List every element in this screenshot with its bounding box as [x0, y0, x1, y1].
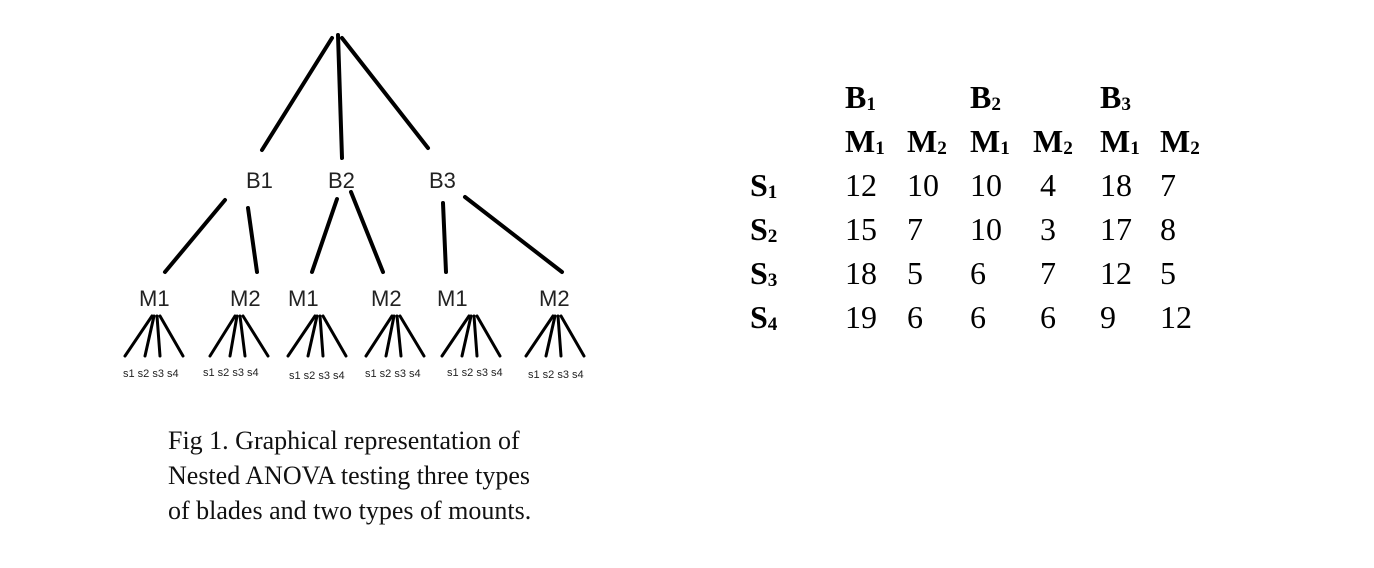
header-mount: M2 [907, 123, 947, 159]
table-cell: 15 [845, 211, 877, 247]
caption-line: of blades and two types of mounts. [168, 496, 532, 525]
sample-branch-line [544, 314, 557, 358]
sample-branch-line [559, 314, 586, 358]
table-cell: 18 [1100, 167, 1132, 203]
sample-branch-line [286, 314, 317, 358]
root-branch-b1 [260, 36, 334, 152]
sample-branch-line [475, 314, 502, 358]
caption-line: Fig 1. Graphical representation of [168, 426, 520, 455]
sample-branch-line [556, 314, 563, 358]
sample-branch-line [155, 314, 162, 358]
table-cell: 18 [845, 255, 877, 291]
b2-branch-m2 [349, 190, 385, 274]
table-cell: 10 [907, 167, 939, 203]
table-cell: 19 [845, 299, 877, 335]
header-mount: M1 [845, 123, 885, 159]
table-cell: 6 [970, 299, 986, 335]
row-label: S4 [750, 299, 778, 335]
row-label: S2 [750, 211, 778, 247]
mount-label-b3-m1: M1 [437, 286, 468, 311]
table-cell: 17 [1100, 211, 1132, 247]
sample-branch-line [158, 314, 185, 358]
sample-branch-line [395, 314, 403, 358]
sample-branch-line [384, 314, 396, 358]
mount-label-b1-m1: M1 [139, 286, 170, 311]
header-mount: M1 [1100, 123, 1140, 159]
b1-branch-m2 [246, 206, 259, 274]
table-cell: 6 [1040, 299, 1056, 335]
sample-branch-line [123, 314, 154, 358]
nested-anova-tree-diagram: B1 B2 B3 M1 M2 M1 M2 M1 M2 s1 s2 s3 s4 s… [123, 33, 586, 382]
table-cell: 7 [1040, 255, 1056, 291]
sample-labels-b1-m2: s1 s2 s3 s4 [203, 367, 259, 379]
sample-branch-line [440, 314, 471, 358]
table-cell: 12 [1100, 255, 1132, 291]
sample-branch-line [472, 314, 479, 358]
blade-label-b3: B3 [429, 168, 456, 193]
sample-branch-line [208, 314, 237, 358]
figure-caption: Fig 1. Graphical representation of Neste… [168, 423, 628, 528]
table-cell: 7 [1160, 167, 1176, 203]
table-cell: 8 [1160, 211, 1176, 247]
mount-label-b1-m2: M2 [230, 286, 261, 311]
table-cell: 3 [1040, 211, 1056, 247]
mount-label-b2-m2: M2 [371, 286, 402, 311]
sample-branch-line [238, 314, 247, 358]
header-blade-b2: B2 [970, 79, 1001, 115]
sample-branches [123, 314, 586, 358]
table-cell: 12 [845, 167, 877, 203]
table-cell: 9 [1100, 299, 1116, 335]
sample-branch-line [228, 314, 239, 358]
header-mount: M2 [1033, 123, 1073, 159]
header-mount: M2 [1160, 123, 1200, 159]
root-branch-b2 [336, 33, 344, 160]
blade-label-b1: B1 [246, 168, 273, 193]
table-cell: 6 [970, 255, 986, 291]
sample-branch-line [460, 314, 473, 358]
table-cell: 5 [907, 255, 923, 291]
sample-branch-line [524, 314, 555, 358]
row-label: S1 [750, 167, 778, 203]
sample-branch-line [306, 314, 319, 358]
sample-branch-line [321, 314, 348, 358]
b2-branch-m1 [310, 197, 339, 274]
sample-branch-line [398, 314, 426, 358]
table-cell: 4 [1040, 167, 1056, 203]
mount-label-b2-m1: M1 [288, 286, 319, 311]
blade-label-b2: B2 [328, 168, 355, 193]
sample-labels-b2-m2: s1 s2 s3 s4 [365, 368, 421, 380]
row-label: S3 [750, 255, 778, 291]
table-cell: 5 [1160, 255, 1176, 291]
table-cell: 6 [907, 299, 923, 335]
sample-labels-b2-m1: s1 s2 s3 s4 [289, 370, 345, 382]
sample-branch-line [364, 314, 394, 358]
sample-labels-b1-m1: s1 s2 s3 s4 [123, 368, 179, 380]
header-blade-b3: B3 [1100, 79, 1131, 115]
mount-label-b3-m2: M2 [539, 286, 570, 311]
root-branch-b3 [340, 36, 430, 150]
sample-branch-line [143, 314, 156, 358]
b3-branch-m1 [441, 201, 448, 274]
sample-branch-line [241, 314, 270, 358]
sample-branch-line [318, 314, 325, 358]
header-mount: M1 [970, 123, 1010, 159]
table-cell: 12 [1160, 299, 1192, 335]
b1-branch-m1 [163, 198, 227, 274]
header-blade-b1: B1 [845, 79, 876, 115]
caption-line: Nested ANOVA testing three types [168, 461, 531, 490]
b3-branch-m2 [463, 195, 564, 274]
table-cell: 10 [970, 167, 1002, 203]
table-cell: 7 [907, 211, 923, 247]
sample-labels-b3-m1: s1 s2 s3 s4 [447, 367, 503, 379]
table-cell: 10 [970, 211, 1002, 247]
sample-labels-b3-m2: s1 s2 s3 s4 [528, 369, 584, 381]
